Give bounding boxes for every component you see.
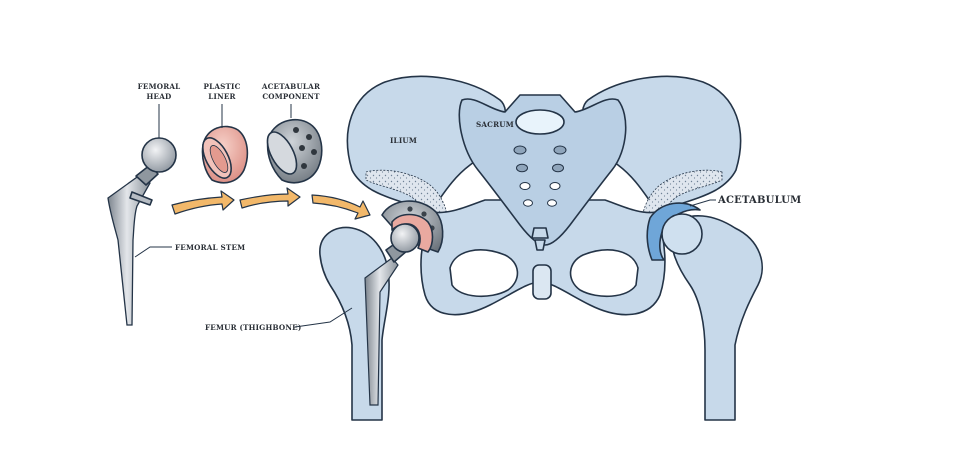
cup-hole — [421, 211, 427, 217]
right-obturator-foramen — [569, 249, 639, 298]
implanted-femoral-head — [390, 223, 420, 253]
femoral-stem-collar — [129, 191, 153, 206]
pelvis — [346, 75, 742, 316]
leader-lines — [134, 104, 716, 328]
right-femoral-head — [661, 213, 703, 255]
femoral-head-component — [141, 137, 177, 173]
labels: FEMORAL HEAD PLASTIC LINER ACETABULAR CO… — [138, 82, 802, 332]
acetabular-hole — [299, 145, 305, 151]
label-acetabulum: ACETABULUM — [717, 195, 801, 206]
label-acetabular-component-line1: ACETABULAR — [261, 82, 321, 91]
natural-hip-joint — [646, 202, 763, 421]
right-femur — [670, 214, 763, 421]
sacrum-vertebra-top — [515, 109, 565, 135]
acetabular-hole — [311, 149, 317, 155]
sacral-foramina — [513, 145, 567, 207]
assembly-arrows — [171, 187, 371, 220]
label-femur: FEMUR (THIGHBONE) — [205, 323, 301, 332]
label-femoral-head-line1: FEMORAL — [138, 82, 181, 91]
acetabular-hole — [293, 127, 299, 133]
left-obturator-foramen — [449, 249, 519, 298]
label-femoral-head-line2: HEAD — [147, 92, 172, 101]
label-plastic-liner-line1: PLASTIC — [203, 82, 240, 91]
arrow-1 — [171, 190, 235, 215]
label-plastic-liner-line2: LINER — [208, 92, 236, 101]
right-spongy-bone — [640, 169, 723, 253]
plastic-liner-inner — [209, 145, 229, 173]
implanted-femur — [319, 200, 444, 421]
label-ilium: ILIUM — [390, 136, 417, 145]
pubic-symphysis — [532, 264, 552, 300]
label-femoral-stem: FEMORAL STEM — [175, 243, 245, 252]
label-sacrum: SACRUM — [476, 120, 514, 129]
coccyx — [531, 227, 549, 251]
leader-femoral-stem — [134, 246, 172, 258]
acetabular-component-rim — [266, 131, 298, 175]
leader-acetabulum — [689, 199, 716, 207]
cup-hole — [407, 206, 413, 212]
arrow-3 — [311, 194, 371, 220]
exploded-components — [107, 118, 323, 326]
leader-femur — [294, 307, 353, 328]
sacrum — [458, 94, 627, 246]
acetabular-hole — [306, 134, 312, 140]
acetabular-hole — [301, 163, 307, 169]
femoral-stem-component — [107, 174, 151, 326]
arrow-2 — [239, 187, 301, 209]
label-acetabular-component-line2: COMPONENT — [262, 92, 320, 101]
